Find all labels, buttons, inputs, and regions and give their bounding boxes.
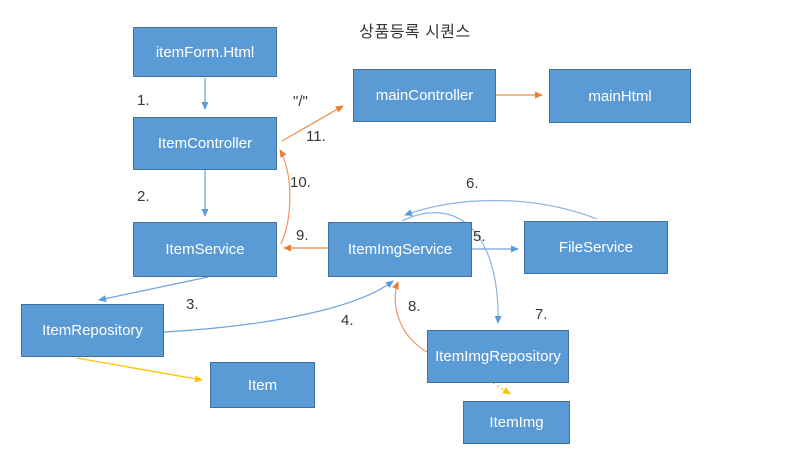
step-label-9: 9.: [296, 227, 309, 244]
step-label-8: 8.: [408, 298, 421, 315]
node-label: ItemService: [165, 241, 245, 258]
node-label: ItemController: [157, 135, 253, 152]
node-item[interactable]: Item: [210, 362, 315, 408]
arrow-itemimgrepository-to-itemimg: [492, 382, 511, 395]
step-label-11: 11.: [306, 128, 326, 145]
node-main-html[interactable]: mainHtml: [549, 69, 691, 123]
node-label: mainHtml: [588, 87, 652, 105]
node-label: mainController: [375, 87, 474, 104]
node-file-service[interactable]: FileService: [524, 221, 668, 274]
arrow-11-itemcontroller-to-maincontroller: [281, 105, 344, 142]
node-item-repository[interactable]: ItemRepository: [21, 304, 164, 357]
arrow-6-fileservice-to-itemimgservice: [404, 199, 598, 220]
node-item-img[interactable]: ItemImg: [463, 401, 570, 444]
step-label-3: 3.: [186, 296, 199, 313]
step-label-4: 4.: [341, 312, 354, 329]
node-item-service[interactable]: ItemService: [133, 222, 277, 277]
step-label-2: 2.: [137, 188, 150, 205]
node-item-img-service[interactable]: ItemImgService: [328, 222, 472, 277]
node-itemform-html[interactable]: itemForm.Html: [133, 27, 277, 77]
step-label-6: 6.: [466, 175, 479, 192]
node-label: ItemRepository: [42, 322, 143, 339]
diagram-title: 상품등록 시퀀스: [359, 24, 471, 41]
step-label-10: 10.: [290, 174, 311, 191]
arrow-10-itemservice-to-itemcontroller: [279, 149, 291, 245]
annotation-root-path: "/": [293, 93, 308, 110]
node-label: ItemImgRepository: [435, 348, 561, 365]
node-label: Item: [247, 376, 278, 394]
node-item-controller[interactable]: ItemController: [133, 117, 277, 170]
arrow-3-itemservice-to-itemrepository: [98, 276, 209, 302]
node-item-img-repository[interactable]: ItemImgRepository: [427, 330, 569, 383]
step-label-1: 1.: [137, 92, 150, 109]
step-label-5: 5.: [473, 228, 486, 245]
step-label-7: 7.: [535, 306, 548, 323]
node-label: ItemImgService: [347, 241, 453, 258]
arrow-itemrepository-to-item: [76, 357, 203, 383]
arrow-4-itemrepository-to-itemimgservice: [163, 280, 394, 333]
arrow-8-itemimgrepository-to-itemimgservice: [392, 281, 428, 353]
node-main-controller[interactable]: mainController: [353, 69, 496, 122]
node-label: itemForm.Html: [155, 43, 255, 61]
node-label: FileService: [558, 239, 634, 256]
node-label: ItemImg: [489, 414, 544, 431]
